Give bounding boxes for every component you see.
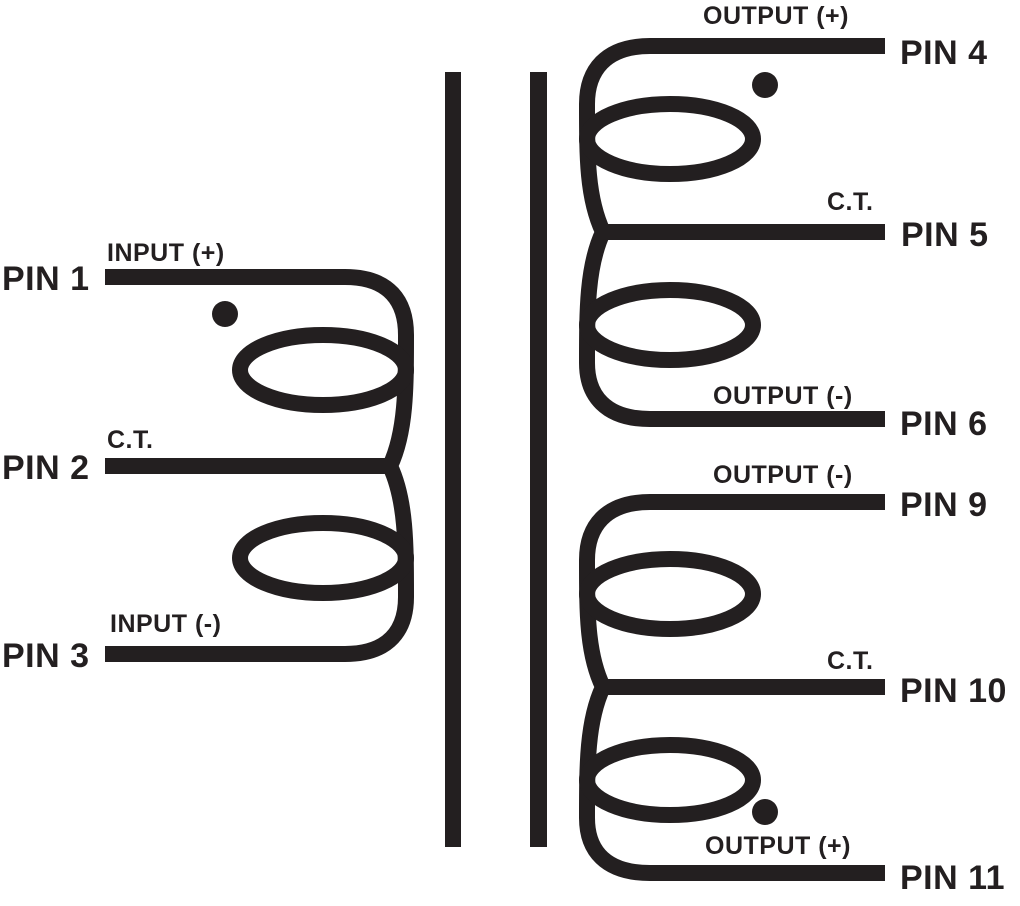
core-bar-left xyxy=(445,72,461,847)
phase-dot-secondary-bottom xyxy=(752,799,778,825)
pin6-label: PIN 6 xyxy=(900,405,988,443)
secondary-top-loop-1 xyxy=(579,96,761,182)
pin3-signal-label: INPUT (-) xyxy=(110,610,221,638)
pin2-label: PIN 2 xyxy=(2,449,90,487)
core-bar-right xyxy=(530,72,547,847)
pin9-signal-label: OUTPUT (-) xyxy=(713,461,853,489)
phase-dot-primary xyxy=(212,301,238,327)
pin11-signal-label: OUTPUT (+) xyxy=(705,832,851,860)
pin5-signal-label: C.T. xyxy=(827,188,873,216)
pin4-label: PIN 4 xyxy=(900,34,988,72)
pin2-signal-label: C.T. xyxy=(107,426,153,454)
pin10-signal-label: C.T. xyxy=(827,647,873,675)
secondary-bottom-loop-1 xyxy=(579,551,761,637)
pin1-signal-label: INPUT (+) xyxy=(107,239,225,267)
pin5-label: PIN 5 xyxy=(901,216,989,254)
pin11-label: PIN 11 xyxy=(900,859,1005,897)
phase-dot-secondary-top xyxy=(752,72,778,98)
pin4-signal-label: OUTPUT (+) xyxy=(703,2,849,30)
primary-loop-2 xyxy=(232,515,414,601)
primary-loop-1 xyxy=(232,327,414,413)
pin6-signal-label: OUTPUT (-) xyxy=(713,382,853,410)
pin10-label: PIN 10 xyxy=(900,672,1007,710)
pin1-label: PIN 1 xyxy=(2,260,90,298)
secondary-bottom-loop-2 xyxy=(579,737,761,823)
pin3-label: PIN 3 xyxy=(2,637,90,675)
pin9-label: PIN 9 xyxy=(900,486,988,524)
secondary-top-loop-2 xyxy=(579,282,761,368)
